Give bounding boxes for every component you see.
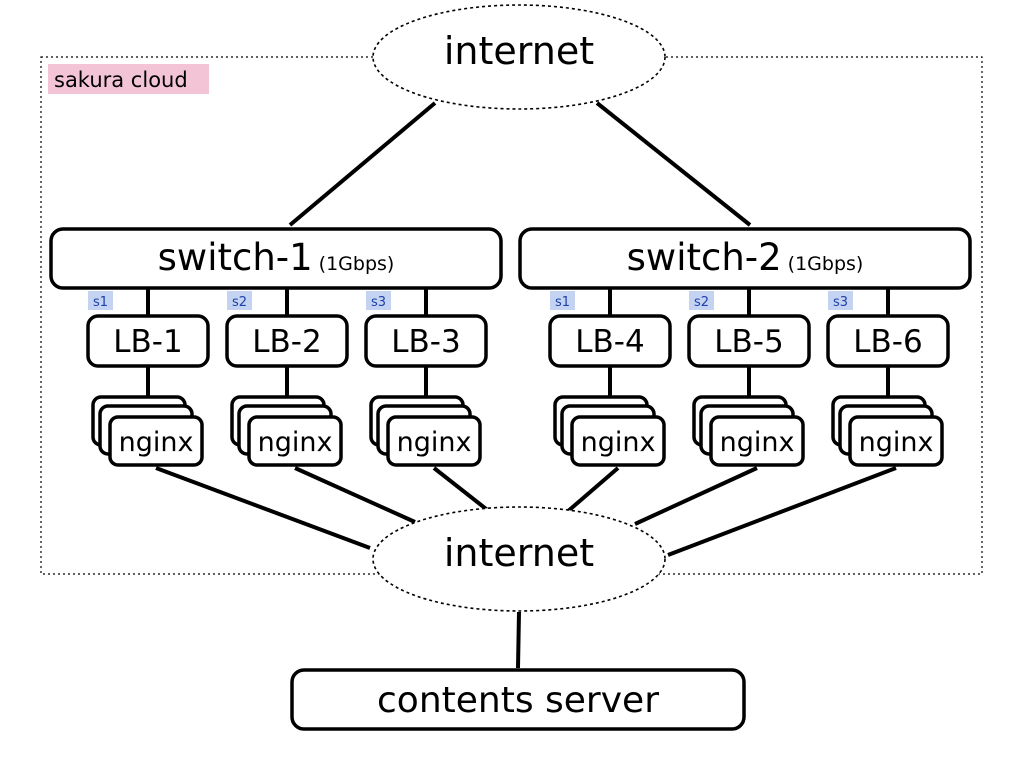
link-internet-server (516, 611, 521, 669)
segment-tag-2: s2 (232, 295, 247, 310)
switch-2-name: switch-2 (627, 236, 782, 279)
switch-2 (518, 227, 972, 290)
lb-4 (548, 314, 672, 368)
switch-1-name: switch-1 (158, 236, 313, 279)
lb-6-label: LB-6 (853, 324, 922, 360)
nginx-label-5: nginx (720, 427, 795, 458)
lb-2 (225, 314, 349, 368)
nginx-instance-3-3 (386, 415, 482, 467)
lb-1 (86, 314, 210, 368)
nginx-label-4: nginx (581, 427, 656, 458)
internet-cloud-bottom (372, 506, 666, 612)
internet-cloud-top (372, 4, 666, 110)
nginx-instance-5-3 (709, 415, 805, 467)
internet-bottom-label: internet (444, 531, 594, 575)
switch-1-label: switch-1 (1Gbps) (158, 236, 395, 279)
nginx-instance-2-3 (247, 415, 343, 467)
lb-1-label: LB-1 (113, 324, 182, 360)
link-nginx-internet-6 (667, 466, 897, 557)
segment-tag-5: s2 (694, 295, 709, 310)
contents-server-label: contents server (377, 680, 659, 721)
nginx-instance-1-3 (108, 415, 204, 467)
link-internet-switch-1 (288, 101, 437, 227)
internet-top-label: internet (444, 29, 594, 73)
link-internet-switch-2 (595, 101, 752, 227)
lb-5-label: LB-5 (714, 324, 783, 360)
wire-layer (146, 288, 897, 557)
region-label-bg (48, 64, 209, 94)
switch-1 (49, 227, 503, 290)
lb-3-label: LB-3 (391, 324, 460, 360)
segment-tag-bg-5 (689, 291, 714, 310)
contents-server (290, 668, 746, 731)
segment-tag-3: s3 (371, 295, 386, 310)
lb-4-label: LB-4 (575, 324, 644, 360)
link-nginx-internet-2 (294, 466, 416, 524)
lb-6 (826, 314, 950, 368)
segment-tag-1: s1 (93, 295, 108, 310)
lb-3 (364, 314, 488, 368)
segment-tag-bg-2 (227, 291, 252, 310)
segment-tag-bg-4 (550, 291, 575, 310)
lb-2-label: LB-2 (252, 324, 321, 360)
segment-tag-bg-1 (88, 291, 113, 310)
switch-2-speed: (1Gbps) (788, 253, 864, 275)
link-nginx-internet-4 (565, 466, 620, 514)
nginx-instance-6-3 (848, 415, 944, 467)
segment-tag-bg-3 (366, 291, 391, 310)
segment-tag-6: s3 (833, 295, 848, 310)
lb-5 (687, 314, 811, 368)
switch-2-label: switch-2 (1Gbps) (627, 236, 864, 279)
region-label: sakura cloud (54, 68, 188, 92)
nginx-label-1: nginx (119, 427, 194, 458)
switch-1-speed: (1Gbps) (319, 253, 395, 275)
link-nginx-internet-5 (634, 466, 758, 526)
nginx-label-2: nginx (258, 427, 333, 458)
segment-tag-4: s1 (555, 295, 570, 310)
segment-tag-bg-6 (828, 291, 853, 310)
nginx-instance-4-3 (570, 415, 666, 467)
nginx-label-3: nginx (397, 427, 472, 458)
nginx-label-6: nginx (859, 427, 934, 458)
link-nginx-internet-1 (155, 466, 371, 550)
link-nginx-internet-3 (432, 466, 492, 514)
